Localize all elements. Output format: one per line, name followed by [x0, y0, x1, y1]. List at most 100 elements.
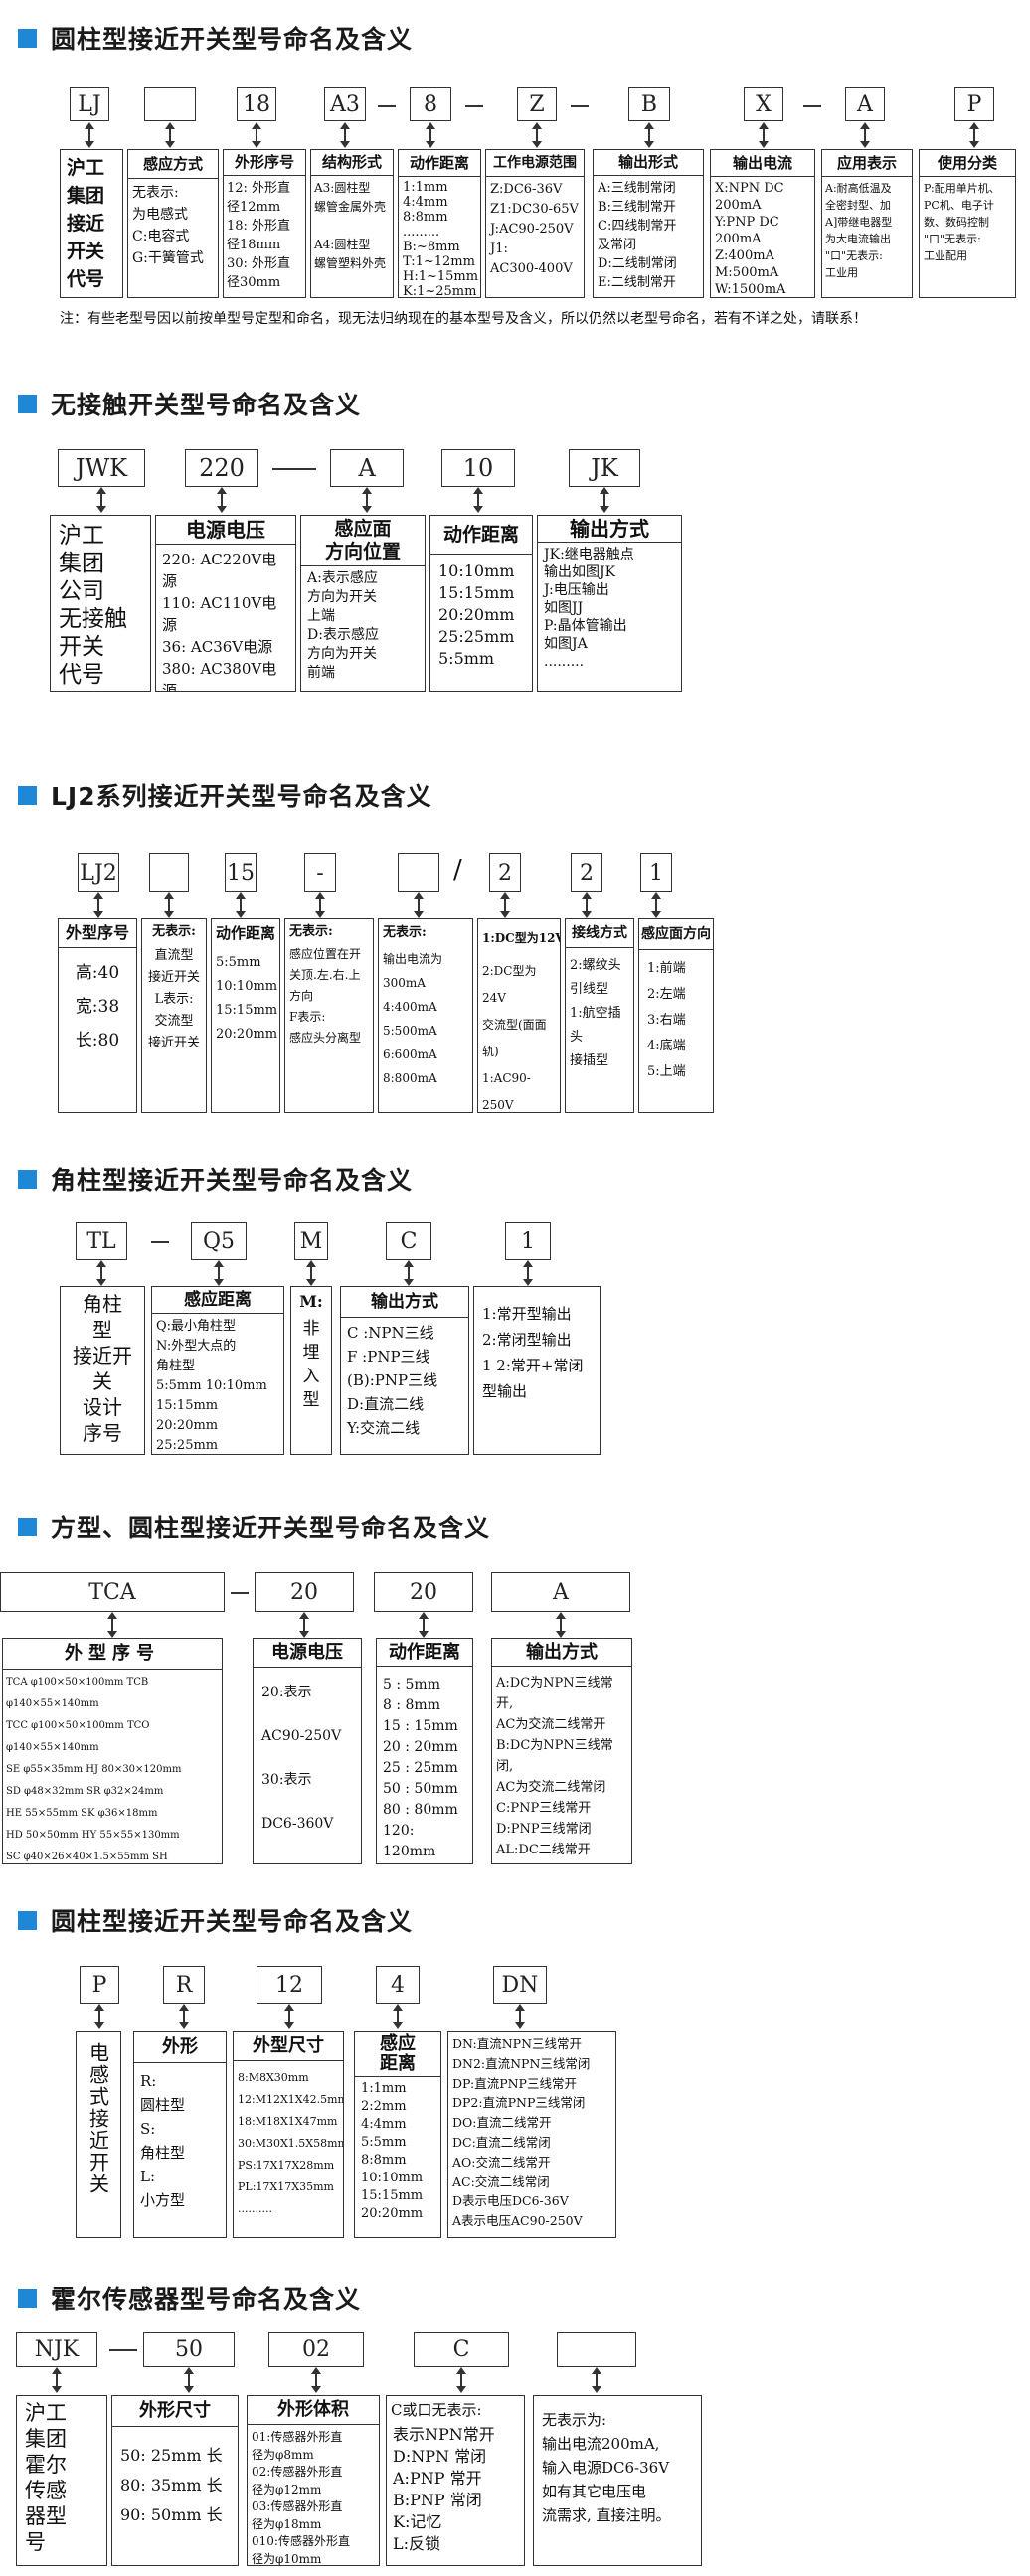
desc-box: 感应面方向 1:前端 2:左端 3:右端 4:底端 5:上端: [638, 918, 714, 1113]
desc-box: 输出方式 JK:继电器触点 输出如图JK J:电压输出 如图JJ P:晶体管输出…: [537, 515, 682, 692]
section-angular-column: 角柱型接近开关型号命名及含义 TL Q5 M C 1 角柱 型 接近开关 设计 …: [0, 1153, 1030, 1481]
box-body: 沪工 集团 接近 开关 代号: [67, 157, 105, 290]
code-box: -: [304, 853, 336, 892]
dash: [272, 468, 316, 470]
desc-box: 输出方式 A:DC为NPN三线常开, AC为交流二线常开 B:DC为NPN三线常…: [491, 1638, 632, 1864]
code-box: P: [954, 87, 994, 121]
desc-box: M: 非 埋 入 型: [290, 1286, 332, 1455]
box-body: 角柱 型 接近开关 设计 序号: [73, 1292, 132, 1445]
desc-box: 使用分类 P:配用单片机、 PC机、电子计 数、数码控制 "口"无表示: 工业配…: [919, 149, 1016, 298]
code-box: 1: [505, 1222, 551, 1260]
section-square-cylinder: 方型、圆柱型接近开关型号命名及含义 TCA 20 20 A 外型序号 TCA φ…: [0, 1501, 1030, 1888]
arrow-icon: [52, 2367, 62, 2393]
box-header: 输出方式: [538, 516, 681, 543]
arrow-icon: [419, 1612, 429, 1638]
code-box: 20: [374, 1572, 473, 1612]
arrow-icon: [532, 122, 542, 148]
desc-box: 1:DC型为12V 2:DC型为24V 交流型(面面轨) 1:AC90-250V…: [477, 918, 561, 1113]
code-box: [557, 2332, 636, 2367]
box-body: 高:40 宽:38 长:80: [75, 963, 120, 1050]
box-body: X:NPN DC 200mA Y:PNP DC 200mA Z:400mA M:…: [715, 181, 786, 297]
desc-box: 外形序号 12: 外形直 径12mm 18: 外形直 径18mm 30: 外形直…: [223, 149, 306, 298]
arrow-icon: [473, 487, 483, 513]
arrow-icon: [236, 892, 246, 918]
section-title: 圆柱型接近开关型号命名及含义: [18, 1902, 413, 1938]
box-header: 外型序号: [59, 919, 136, 948]
box-header: 接线方式: [566, 919, 633, 948]
code-box: 220: [185, 449, 258, 487]
desc-box: 外形体积 01:传感器外形直 径为φ8mm 02:传感器外形直 径为φ12mm …: [247, 2395, 380, 2566]
box-body: A:耐高低温及 全密封型、加 A]带继电器型 为大电流输出 "口"无表示: 工业…: [825, 182, 893, 279]
arrow-icon: [179, 2004, 189, 2029]
box-header: 动作距离: [215, 924, 275, 942]
box-header: 无表示:: [152, 924, 196, 939]
section-hall-sensor: 霍尔传感器型号命名及含义 NJK 50 02 C 沪工 集团 霍尔 传感 器型 …: [0, 2266, 1030, 2576]
section-title: 圆柱型接近开关型号命名及含义: [18, 20, 413, 56]
code-box: JWK: [58, 449, 145, 487]
code-box: 50: [143, 2332, 235, 2367]
code-box: 12: [257, 1966, 322, 2004]
code-box: P: [80, 1966, 119, 2004]
arrow-icon: [592, 2367, 601, 2393]
box-header: 外型尺寸: [234, 2032, 343, 2061]
arrow-icon: [651, 892, 661, 918]
square-bullet-icon: [18, 1910, 37, 1930]
box-header: 感应方式: [128, 150, 218, 179]
box-body: A:三线制常闭 B:三线制常开 C:四线制常开 及常闭 D:二线制常闭 E:二线…: [598, 181, 677, 290]
code-box: 2: [489, 853, 521, 892]
box-header: 电源电压: [156, 516, 295, 545]
arrow-icon: [456, 2367, 466, 2393]
code-box: A: [491, 1572, 630, 1612]
box-body: 沪工 集团 霍尔 传感 器型 号: [25, 2401, 67, 2554]
desc-box: 电源电压 20:表示 AC90-250V 30:表示 DC6-360V: [253, 1638, 362, 1864]
section-title: 方型、圆柱型接近开关型号命名及含义: [18, 1509, 490, 1544]
box-body: 直流型 接近开关 L表示: 交流型 接近开关: [147, 948, 200, 1050]
box-body: JK:继电器触点 输出如图JK J:电压输出 如图JJ P:晶体管输出 如图JA…: [544, 547, 634, 670]
code-box: 02: [268, 2332, 364, 2367]
section-title-text: 角柱型接近开关型号命名及含义: [51, 1166, 414, 1195]
code-box: [398, 853, 439, 892]
dash: [151, 1241, 169, 1243]
arrow-icon: [644, 122, 654, 148]
section-title-text: 圆柱型接近开关型号命名及含义: [51, 25, 414, 54]
box-header: 使用分类: [920, 150, 1015, 177]
arrow-icon: [340, 122, 350, 148]
slash: /: [453, 855, 462, 885]
desc-box: 无表示: 输出电流为300mA 4:400mA 5:500mA 6:600mA …: [378, 918, 473, 1113]
arrow-icon: [556, 1612, 566, 1638]
code-box: LJ2: [78, 853, 119, 892]
desc-box: C或口无表示: 表示NPN常开 D:NPN 常闭 A:PNP 常开 B:PNP …: [386, 2395, 525, 2566]
desc-box: 感应方式 无表示: 为电感式 C:电容式 G:干簧管式: [127, 149, 219, 298]
section-title-text: 无接触开关型号命名及含义: [51, 391, 362, 419]
box-header: 输出电流: [711, 150, 814, 177]
box-header: 动作距离: [377, 1639, 472, 1667]
box-body: 电感式接近开关: [86, 2042, 110, 2195]
arrow-icon: [500, 892, 510, 918]
box-header: 结构形式: [311, 150, 393, 176]
code-box: X: [744, 87, 783, 121]
desc-box: 输出形式 A:三线制常闭 B:三线制常开 C:四线制常开 及常闭 D:二线制常闭…: [593, 149, 704, 298]
box-body: A:表示感应 方向为开关 上端 D:表示感应 方向为开关 前端: [307, 570, 379, 681]
arrow-icon: [107, 1612, 117, 1638]
arrow-icon: [393, 2004, 403, 2029]
desc-box: 无表示: 感应位置在开 关顶.左.右.上 方向 F表示: 感应头分离型: [284, 918, 374, 1113]
desc-box: 无表示为: 输出电流200mA, 输入电源DC6-36V 如有其它电压电 流需求…: [533, 2395, 702, 2566]
code-box: 2: [571, 853, 602, 892]
arrow-icon: [404, 1260, 414, 1286]
box-body: 1:1mm 4:4mm 8:8mm ......... B:~8mm T:1~1…: [403, 180, 479, 298]
arrow-icon: [164, 892, 174, 918]
arrow-icon: [252, 122, 261, 148]
box-body: 12: 外形直 径12mm 18: 外形直 径18mm 30: 外形直 径30m…: [227, 181, 291, 290]
box-body: Z:DC6-36V Z1:DC30-65V J:AC90-250V J1: AC…: [490, 182, 579, 276]
section-title: 角柱型接近开关型号命名及含义: [18, 1161, 413, 1197]
box-header: 感应 距离: [355, 2032, 440, 2077]
code-box: C: [414, 2332, 509, 2367]
desc-box: 电源电压 220: AC220V电源 110: AC110V电源 36: AC3…: [155, 515, 296, 692]
section-title: LJ2系列接近开关型号命名及含义: [18, 777, 432, 813]
box-header: 1:DC型为12V: [482, 931, 561, 945]
code-box: R: [163, 1966, 205, 2004]
box-header: 外形尺寸: [112, 2396, 238, 2427]
section-title: 霍尔传感器型号命名及含义: [18, 2280, 361, 2316]
code-box: TL: [76, 1222, 127, 1260]
arrow-icon: [165, 122, 175, 148]
